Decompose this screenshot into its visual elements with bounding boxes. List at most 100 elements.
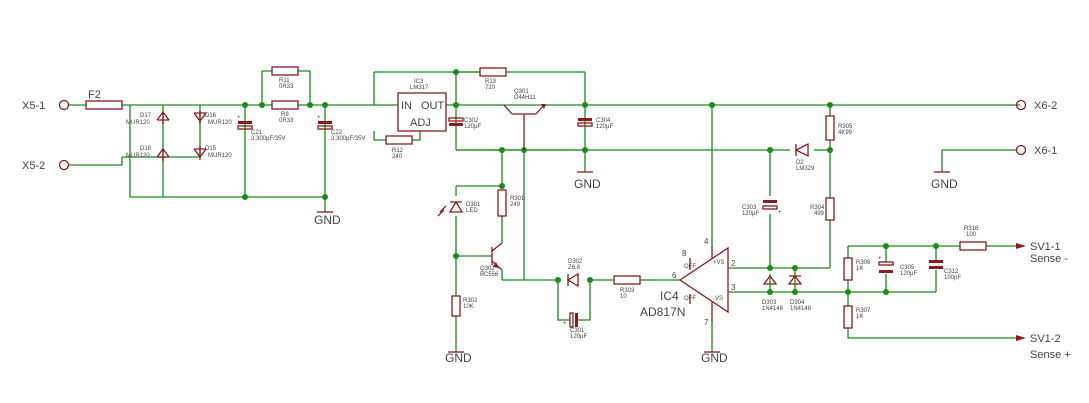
transistor-q302: Q302 BC556 [480, 242, 503, 278]
svg-text:Z6.8: Z6.8 [568, 265, 581, 271]
label-sense-plus: Sense + [1030, 349, 1071, 361]
svg-text:D304: D304 [790, 300, 805, 306]
svg-text:GND: GND [445, 351, 472, 365]
svg-text:LM329: LM329 [796, 166, 815, 172]
svg-text:10K: 10K [463, 304, 474, 310]
capacitor-c305: + C305 120µF [878, 256, 917, 277]
svg-text:IC3: IC3 [414, 79, 424, 85]
svg-text:0R33: 0R33 [279, 118, 294, 124]
svg-text:R301: R301 [510, 196, 525, 202]
label-x6-1: X6-1 [1034, 145, 1057, 157]
svg-text:IC4: IC4 [660, 289, 679, 303]
opamp-ic4: 6 2 3 4 7 8 +VS -VS OFF OFF IC4 AD817N [640, 237, 736, 327]
diode-d15: D15 MUR120 [193, 146, 232, 160]
svg-text:LM317: LM317 [410, 85, 429, 91]
svg-text:7: 7 [704, 318, 709, 327]
diode-d18: D18 MUR120 [126, 146, 170, 161]
svg-text:120µF: 120µF [596, 124, 613, 130]
connector-x6-2: X6-2 [1015, 99, 1057, 112]
svg-text:OUT: OUT [421, 100, 445, 112]
label-sense-minus: Sense - [1030, 253, 1068, 265]
connector-x6-1: X6-1 [1015, 144, 1057, 157]
svg-text:D18: D18 [140, 146, 152, 152]
svg-text:C312: C312 [944, 269, 959, 275]
junctions [242, 69, 939, 295]
label-sv1-2: SV1-2 [1030, 333, 1061, 345]
label-x5-1: X5-1 [22, 100, 45, 112]
resistor-r305: R305 4K99 [825, 115, 853, 141]
svg-text:+: + [317, 115, 321, 121]
svg-text:F2: F2 [88, 89, 101, 101]
svg-text:120µF: 120µF [900, 271, 917, 277]
svg-text:D301: D301 [466, 202, 481, 208]
svg-text:D303: D303 [762, 300, 777, 306]
svg-text:R306: R306 [856, 260, 871, 266]
gnd-symbol-1: GND [314, 211, 341, 227]
capacitor-c22: + C22 3.300µF/35V [317, 115, 365, 142]
fuse-f2: F2 [85, 89, 123, 110]
svg-text:MUR120: MUR120 [208, 120, 232, 126]
transistor-q301: Q301 D44H11 [503, 89, 546, 150]
connector-x5-1: X5-1 [22, 99, 70, 112]
svg-text:C304: C304 [596, 118, 611, 124]
plus-sign: + [237, 115, 241, 121]
svg-text:MUR120: MUR120 [126, 153, 150, 159]
svg-text:GND: GND [574, 177, 601, 191]
svg-text:ADJ: ADJ [410, 117, 431, 129]
svg-text:OFF: OFF [684, 264, 696, 270]
svg-text:C22: C22 [331, 130, 343, 136]
svg-text:8: 8 [682, 249, 687, 258]
svg-text:GND: GND [701, 351, 728, 365]
svg-text:MUR120: MUR120 [208, 153, 232, 159]
svg-text:-VS: -VS [713, 296, 723, 302]
svg-text:AD817N: AD817N [640, 305, 685, 319]
svg-text:+VS: +VS [713, 260, 725, 266]
svg-text:R12: R12 [392, 148, 404, 154]
svg-text:6: 6 [672, 271, 677, 280]
svg-text:C21: C21 [251, 130, 263, 136]
svg-text:Q301: Q301 [514, 89, 529, 95]
svg-text:LED: LED [466, 208, 478, 214]
resistor-r316: R316 100 [959, 226, 987, 251]
svg-text:C303: C303 [742, 205, 757, 211]
connector-x5-2: X5-2 [22, 159, 70, 172]
resistor-r306: R306 1K [843, 257, 871, 281]
reference-d2: D2 LM329 [794, 142, 815, 172]
svg-text:R316: R316 [964, 226, 979, 232]
svg-text:100: 100 [966, 232, 977, 238]
svg-text:499: 499 [814, 211, 825, 217]
svg-text:2: 2 [731, 259, 736, 268]
gnd-symbol-3: GND [931, 171, 958, 191]
svg-text:4: 4 [704, 237, 709, 246]
svg-text:1N4148: 1N4148 [790, 306, 812, 312]
capacitor-c312: C312 100pF [929, 260, 961, 281]
svg-text:R11: R11 [279, 78, 290, 84]
diode-d304: D304 1N4148 [787, 274, 812, 312]
label-sv1-1: SV1-1 [1030, 241, 1061, 253]
svg-text:R303: R303 [620, 288, 635, 294]
svg-text:+: + [778, 210, 782, 216]
capacitor-c303: + C303 120µF [742, 200, 782, 217]
label-x6-2: X6-2 [1034, 100, 1057, 112]
resistor-r304: R304 499 [810, 197, 835, 221]
connector-sv1-1: SV1-1 Sense - [1016, 241, 1068, 265]
capacitor-c304: C304 120µF [577, 118, 613, 130]
svg-text:R13: R13 [485, 79, 497, 85]
svg-text:1N4148: 1N4148 [762, 306, 784, 312]
svg-text:720: 720 [485, 85, 496, 91]
svg-text:R304: R304 [810, 205, 825, 211]
gnd-symbol-5: GND [701, 351, 728, 365]
svg-text:Q302: Q302 [480, 266, 495, 272]
gnd-symbol-2: GND [574, 171, 601, 191]
svg-text:D15: D15 [205, 146, 217, 152]
diode-d16: D16 MUR120 [193, 110, 232, 126]
svg-text:D302: D302 [568, 259, 583, 265]
zener-d302: D302 Z6.8 [566, 259, 583, 288]
svg-text:GND: GND [314, 213, 341, 227]
svg-text:D44H11: D44H11 [514, 95, 536, 101]
svg-text:C302: C302 [464, 118, 479, 124]
resistor-r303: R303 10 [613, 275, 641, 300]
svg-text:+: + [563, 321, 567, 327]
svg-text:3: 3 [731, 283, 736, 292]
